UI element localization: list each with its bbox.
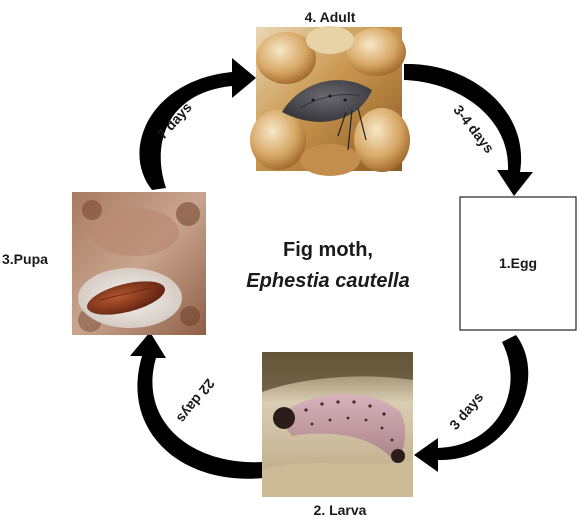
pupa-photo (72, 192, 206, 335)
stage-label-pupa: 3.Pupa (2, 251, 48, 267)
title-line-1: Fig moth, (283, 239, 373, 261)
adult-photo (250, 26, 410, 176)
stage-label-adult: 4. Adult (305, 9, 356, 25)
title-line-2: Ephestia cautella (246, 270, 409, 292)
stage-label-egg: 1.Egg (499, 255, 537, 271)
duration-egg-to-larva: 3 days (446, 389, 486, 433)
duration-larva-to-pupa: 22 days (174, 376, 218, 427)
stage-label-larva: 2. Larva (314, 502, 367, 518)
arrow-pupa-to-adult (139, 58, 256, 190)
larva-photo (262, 352, 413, 497)
